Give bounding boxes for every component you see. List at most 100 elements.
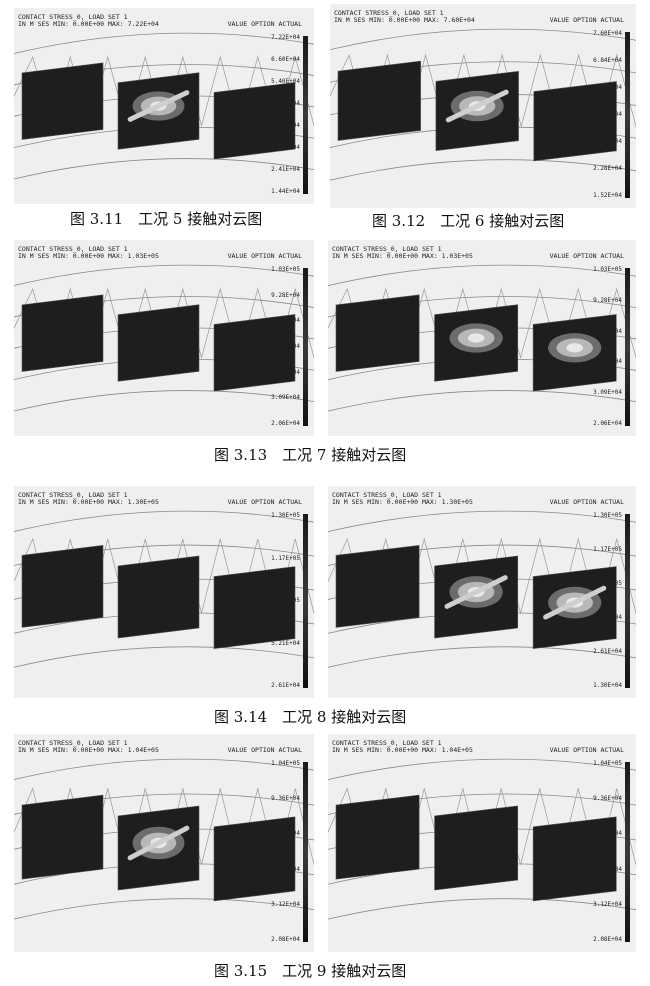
legend-tick-label: 8.32E+04 — [271, 830, 300, 838]
mesh-drawing — [330, 28, 636, 181]
legend-tick-label: 3.91E+04 — [593, 614, 622, 621]
legend-tick-label: 1.04E+05 — [593, 580, 622, 587]
legend-tick-label: 3.12E+04 — [593, 900, 622, 908]
mesh-drawing — [328, 510, 636, 668]
legend-tick-label: 2.61E+04 — [593, 648, 622, 655]
value-option-label: VALUE OPTION ACTUAL — [227, 498, 302, 506]
contour-range: IN M SES MIN: 0.00E+00 MAX: 1.03E+05 — [332, 252, 473, 260]
legend-tick-label: 2.08E+04 — [593, 936, 622, 943]
legend-tick-label: 1.04E+05 — [271, 597, 300, 604]
legend-tick-label: 5.21E+04 — [271, 639, 300, 647]
contour-range: IN M SES MIN: 0.00E+00 MAX: 7.60E+04 — [334, 16, 475, 24]
legend-tick-label: 4.17E+04 — [593, 865, 622, 873]
legend-tick-label: 6.84E+04 — [593, 57, 622, 64]
contour-header: CONTACT STRESS_0, LOAD SET 1 — [332, 739, 442, 747]
contour-range: IN M SES MIN: 0.00E+00 MAX: 1.30E+05 — [18, 498, 159, 506]
contour-header: CONTACT STRESS_0, LOAD SET 1 — [18, 13, 128, 21]
contour-header: CONTACT STRESS_0, LOAD SET 1 — [332, 491, 442, 499]
legend-tick-label: 4.21E+04 — [271, 100, 300, 107]
contour-range: IN M SES MIN: 0.00E+00 MAX: 1.03E+05 — [18, 252, 159, 260]
legend-tick-label: 6.60E+04 — [271, 56, 300, 63]
value-option-label: VALUE OPTION ACTUAL — [549, 252, 624, 260]
figure-caption: 图 3.11 工况 5 接触对云图 — [70, 210, 263, 228]
color-legend-bar — [303, 36, 308, 194]
legend-tick-label: 1.30E+04 — [593, 682, 622, 689]
mesh-drawing — [14, 264, 314, 412]
legend-tick-label: 3.61E+04 — [271, 122, 300, 129]
legend-tick-label: 5.15E+04 — [271, 343, 300, 350]
legend-tick-label: 2.08E+04 — [271, 936, 300, 943]
legend-tick-label: 5.32E+04 — [593, 84, 622, 91]
value-option-label: VALUE OPTION ACTUAL — [549, 746, 624, 754]
legend-tick-label: 7.60E+04 — [593, 30, 622, 37]
legend-tick-label: 1.44E+04 — [271, 188, 300, 195]
color-legend-bar — [625, 514, 630, 688]
mesh-drawing — [14, 758, 314, 920]
legend-tick-label: 1.03E+05 — [271, 266, 300, 273]
color-legend-bar — [303, 762, 308, 942]
legend-tick-label: 9.36E+04 — [271, 795, 300, 803]
value-option-label: VALUE OPTION ACTUAL — [227, 20, 302, 28]
contour-range: IN M SES MIN: 0.00E+00 MAX: 1.30E+05 — [332, 498, 473, 506]
contour-header: CONTACT STRESS_0, LOAD SET 1 — [334, 9, 444, 17]
color-legend-bar — [625, 268, 630, 426]
color-legend-bar — [303, 268, 308, 426]
legend-tick-label: 1.17E+05 — [271, 554, 300, 562]
legend-tick-label: 1.04E+05 — [271, 760, 300, 767]
value-option-label: VALUE OPTION ACTUAL — [549, 498, 624, 506]
value-option-label: VALUE OPTION ACTUAL — [227, 252, 302, 260]
legend-tick-label: 2.61E+04 — [271, 682, 300, 689]
legend-tick-label: 2.41E+04 — [271, 166, 300, 173]
contour-header: CONTACT STRESS_0, LOAD SET 1 — [18, 739, 128, 747]
legend-tick-label: 3.09E+04 — [271, 394, 300, 402]
legend-tick-label: 7.22E+04 — [271, 34, 300, 41]
legend-tick-label: 1.17E+05 — [593, 546, 622, 553]
contour-header: CONTACT STRESS_0, LOAD SET 1 — [18, 245, 128, 253]
legend-tick-label: 3.09E+04 — [593, 389, 622, 397]
mesh-drawing — [328, 264, 636, 412]
figure-caption: 图 3.13 工况 7 接触对云图 — [214, 446, 407, 464]
legend-tick-label: 4.12E+04 — [271, 368, 300, 376]
color-legend-bar — [303, 514, 308, 688]
legend-tick-label: 1.03E+05 — [593, 266, 622, 273]
contour-header: CONTACT STRESS_0, LOAD SET 1 — [18, 491, 128, 499]
value-option-label: VALUE OPTION ACTUAL — [549, 16, 624, 24]
figure-caption: 图 3.12 工况 6 接触对云图 — [372, 212, 565, 230]
contour-range: IN M SES MIN: 0.00E+00 MAX: 1.04E+05 — [18, 746, 159, 754]
legend-tick-label: 8.32E+04 — [593, 830, 622, 838]
legend-tick-label: 2.28E+04 — [593, 165, 622, 172]
legend-tick-label: 3.01E+04 — [271, 144, 300, 151]
contour-header: CONTACT STRESS_0, LOAD SET 1 — [332, 245, 442, 253]
contour-range: IN M SES MIN: 0.00E+00 MAX: 7.22E+04 — [18, 20, 159, 28]
legend-tick-label: 2.06E+04 — [271, 420, 300, 427]
legend-tick-label: 9.36E+04 — [593, 795, 622, 803]
legend-tick-label: 3.04E+04 — [593, 138, 622, 145]
value-option-label: VALUE OPTION ACTUAL — [227, 746, 302, 754]
legend-tick-label: 1.04E+05 — [593, 760, 622, 767]
mesh-drawing — [14, 510, 314, 668]
legend-tick-label: 1.52E+04 — [593, 192, 622, 199]
legend-tick-label: 3.12E+04 — [271, 900, 300, 908]
legend-tick-label: 7.22E+04 — [271, 317, 300, 325]
contour-range: IN M SES MIN: 0.00E+00 MAX: 1.04E+05 — [332, 746, 473, 754]
mesh-drawing — [328, 758, 636, 920]
legend-tick-label: 3.80E+04 — [593, 111, 622, 118]
legend-tick-label: 4.17E+04 — [271, 865, 300, 873]
color-legend-bar — [625, 762, 630, 942]
color-legend-bar — [625, 32, 630, 198]
figure-caption: 图 3.15 工况 9 接触对云图 — [214, 962, 407, 980]
legend-tick-label: 8.25E+04 — [593, 327, 622, 335]
legend-tick-label: 9.28E+04 — [593, 296, 622, 304]
legend-tick-label: 1.30E+05 — [271, 512, 300, 519]
legend-tick-label: 2.06E+04 — [593, 420, 622, 427]
legend-tick-label: 1.30E+05 — [593, 512, 622, 519]
legend-tick-label: 5.15E+04 — [593, 358, 622, 366]
legend-tick-label: 9.28E+04 — [271, 291, 300, 299]
